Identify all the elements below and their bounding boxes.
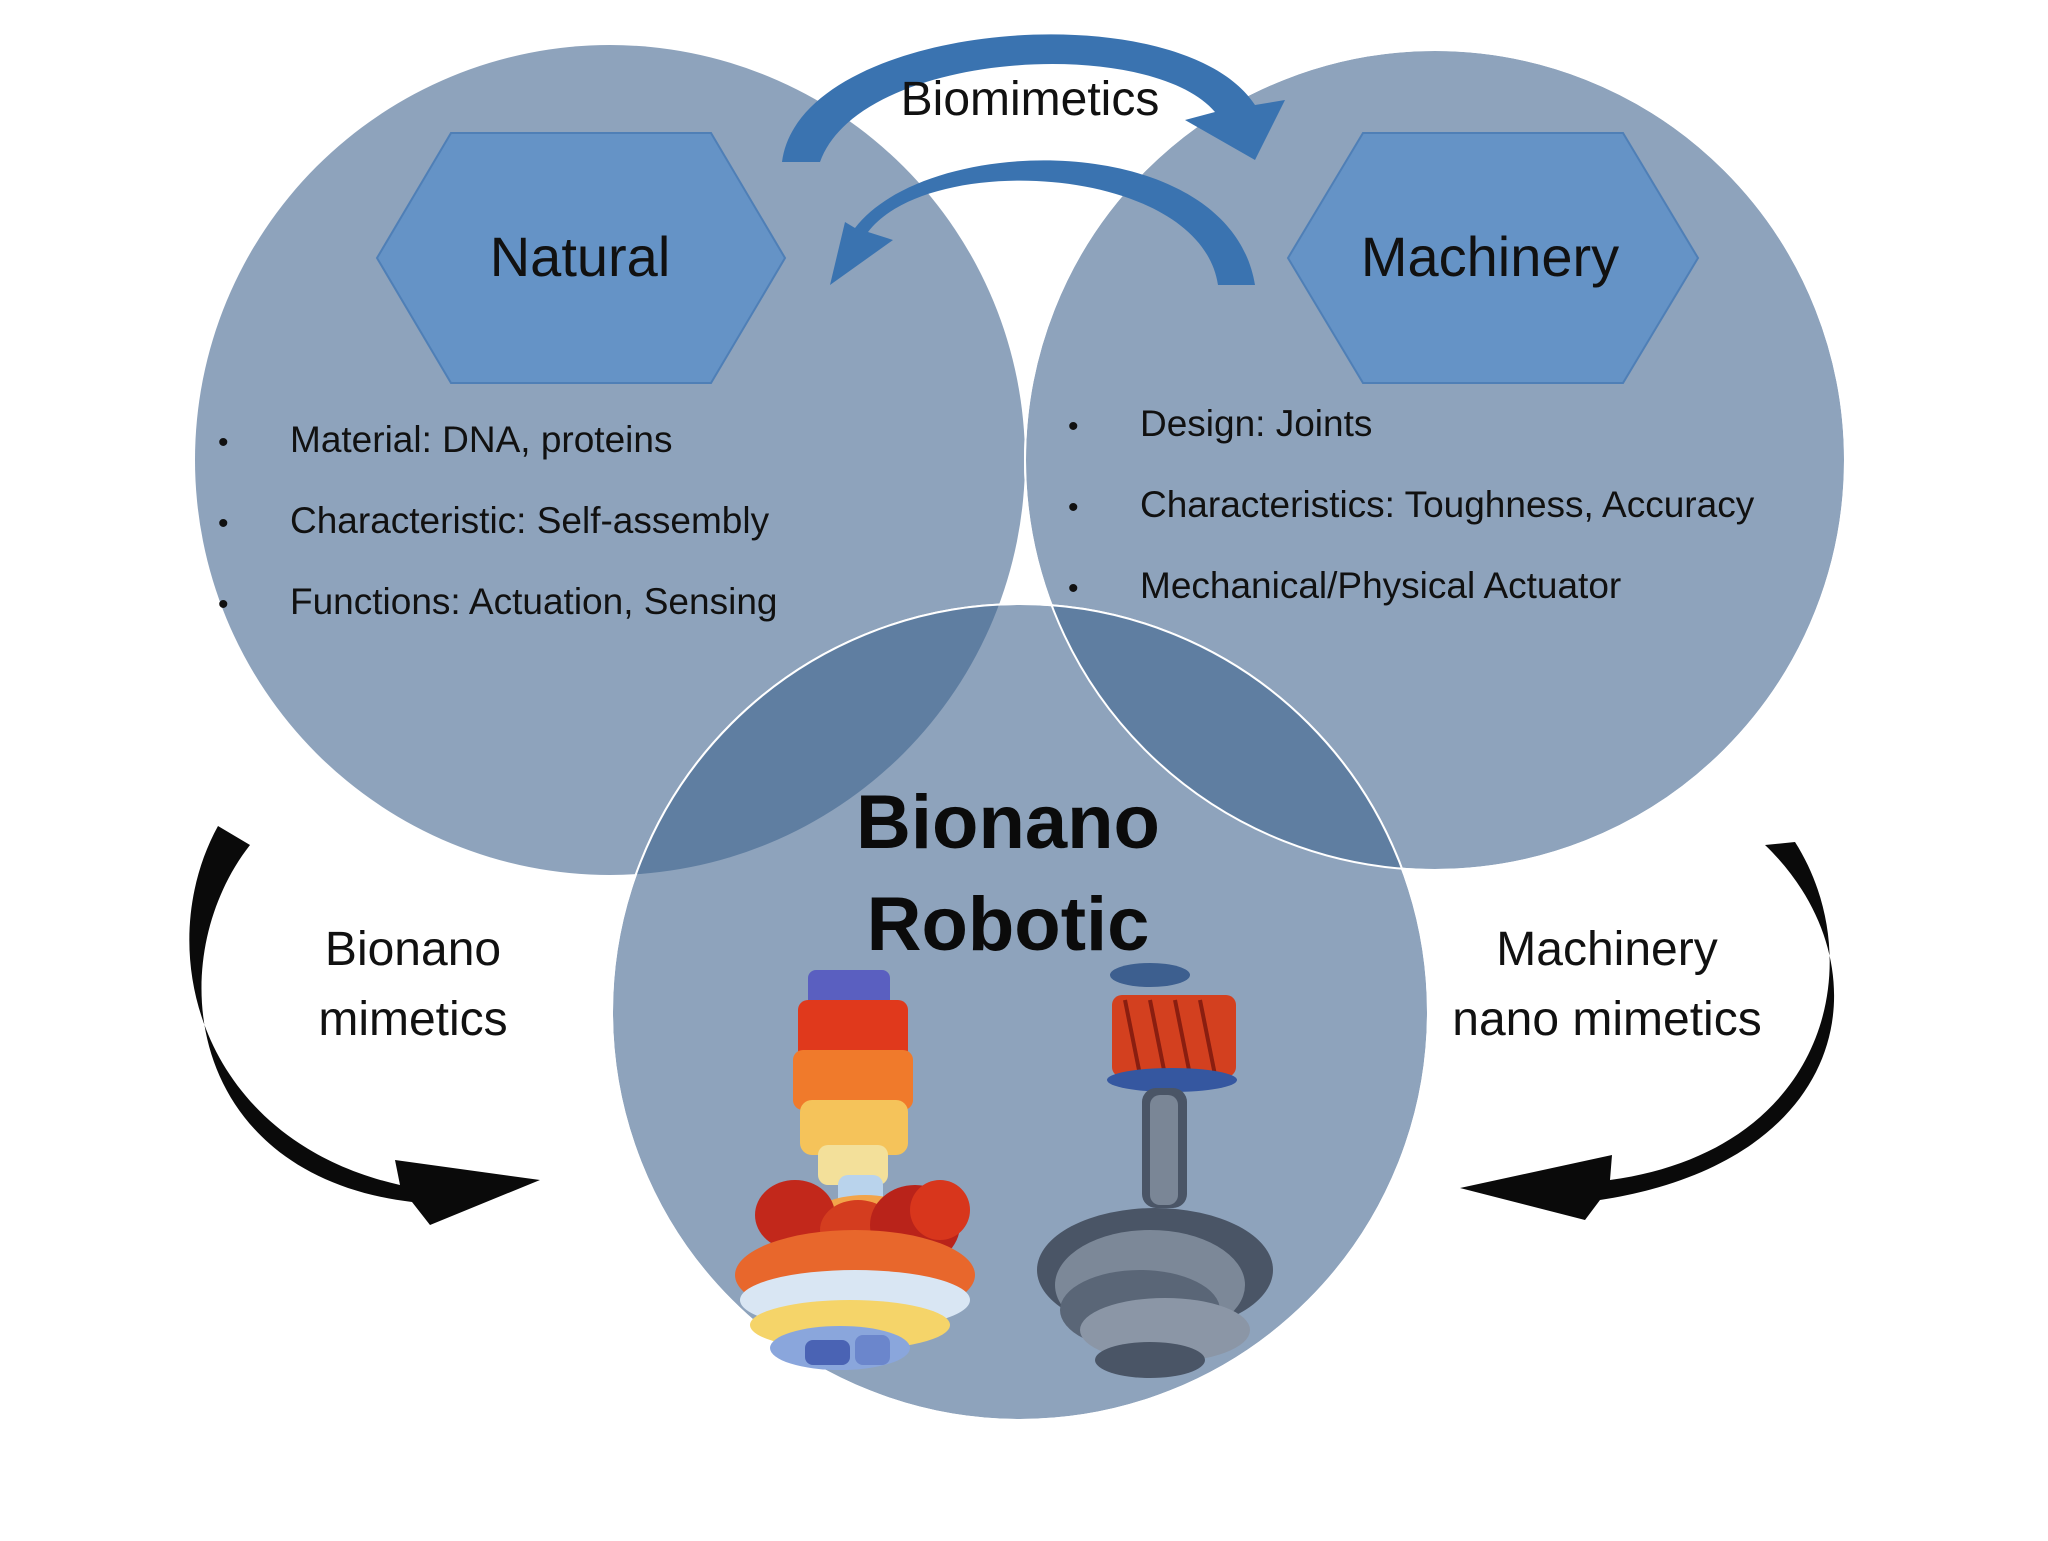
machinery-nano-mimetics-label-line-1: Machinery bbox=[1496, 923, 1717, 976]
natural-bionano-overlap bbox=[612, 604, 1025, 875]
center-title-line-1: Bionano bbox=[856, 780, 1160, 865]
machinery-nano-mimetics-label-line-2: nano mimetics bbox=[1452, 993, 1761, 1046]
bullet-icon: • bbox=[218, 507, 229, 540]
natural-bullet-1: Material: DNA, proteins bbox=[290, 419, 672, 460]
natural-title: Natural bbox=[490, 225, 671, 288]
machinery-bullet-3: Mechanical/Physical Actuator bbox=[1140, 565, 1621, 606]
machinery-bionano-overlap bbox=[1025, 604, 1428, 870]
natural-bullet-3: Functions: Actuation, Sensing bbox=[290, 581, 777, 622]
biomimetics-label: Biomimetics bbox=[901, 73, 1160, 126]
machinery-hexagon bbox=[1286, 132, 1700, 384]
natural-bullet-2: Characteristic: Self-assembly bbox=[290, 500, 770, 541]
center-title-line-2: Robotic bbox=[867, 882, 1150, 967]
bullet-icon: • bbox=[218, 588, 229, 621]
bullet-icon: • bbox=[1068, 491, 1079, 524]
bullet-icon: • bbox=[1068, 572, 1079, 605]
machinery-bullet-1: Design: Joints bbox=[1140, 403, 1372, 444]
natural-molecular-motor-image bbox=[735, 970, 975, 1370]
bionano-mimetics-label-line-1: Bionano bbox=[325, 923, 501, 976]
natural-bullet-list: • Material: DNA, proteins • Characterist… bbox=[218, 419, 777, 622]
machinery-molecular-motor-image bbox=[1037, 963, 1273, 1378]
bionano-mimetics-arrow bbox=[189, 826, 540, 1225]
machinery-title: Machinery bbox=[1361, 225, 1619, 288]
machinery-bullet-list: • Design: Joints • Characteristics: Toug… bbox=[1068, 403, 1755, 606]
bullet-icon: • bbox=[1068, 410, 1079, 443]
biomimetics-forward-arrow bbox=[782, 34, 1285, 162]
machinery-nano-mimetics-arrow bbox=[1460, 842, 1835, 1220]
bullet-icon: • bbox=[218, 426, 229, 459]
bionano-mimetics-label-line-2: mimetics bbox=[318, 993, 507, 1046]
machinery-bullet-2: Characteristics: Toughness, Accuracy bbox=[1140, 484, 1755, 525]
biomimetics-return-arrow bbox=[830, 160, 1255, 285]
natural-hexagon bbox=[375, 132, 787, 384]
